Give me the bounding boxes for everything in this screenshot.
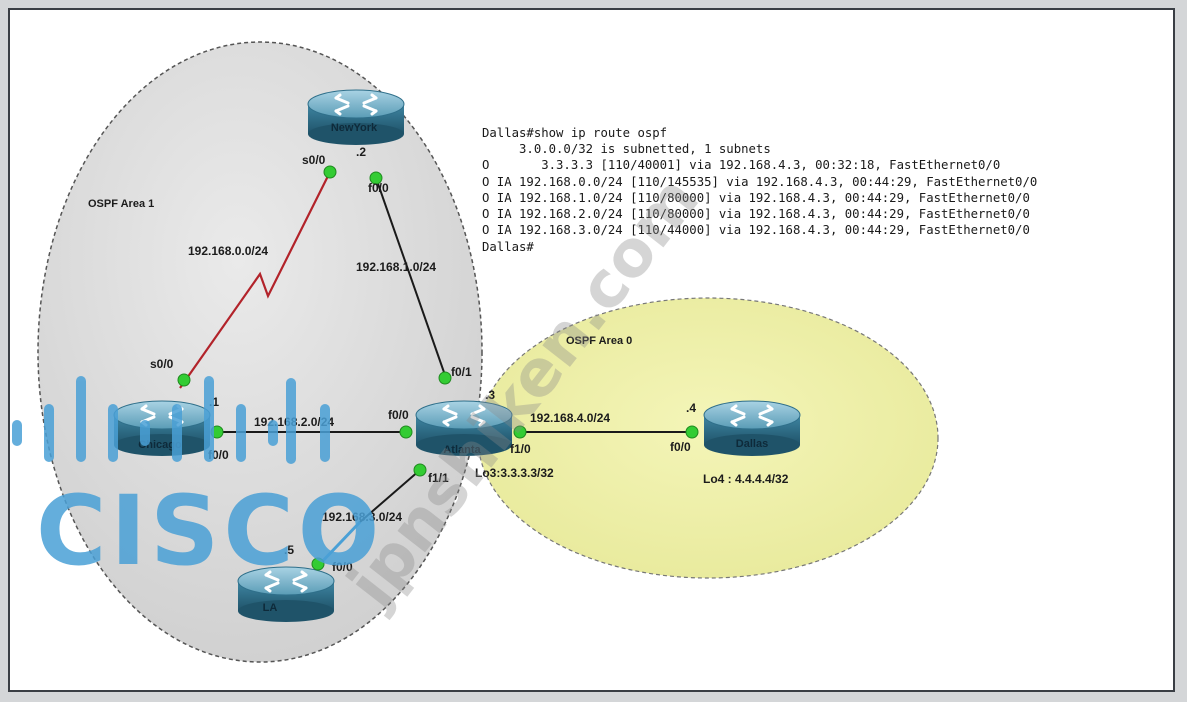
router-dallas[interactable]: Dallas [702, 399, 802, 458]
cisco-logo-watermark: CISCO [12, 376, 383, 587]
dot-atlanta-f0-0 [399, 425, 413, 439]
cli-line: O IA 192.168.1.0/24 [110/80000] via 192.… [482, 191, 1030, 205]
link-atlanta-la [359, 469, 421, 523]
dot-chicago-s0-0 [177, 373, 191, 387]
svg-text:LA: LA [263, 602, 278, 614]
cisco-logo-text: CISCO [36, 475, 383, 587]
cli-line: O 3.3.3.3 [110/40001] via 192.168.4.3, 0… [482, 158, 1000, 172]
diagram-frame: NewYork Chicago Atlanta LA Dallas OSPF A… [8, 8, 1175, 692]
label-ny-f0-0: f0/0 [368, 181, 389, 195]
area1-label: OSPF Area 1 [88, 198, 154, 210]
cli-line: 3.0.0.0/32 is subnetted, 1 subnets [482, 142, 771, 156]
link-ny-atlanta [375, 177, 447, 379]
cisco-logo-bars-icon [12, 376, 330, 464]
label-dallas-host: .4 [686, 401, 696, 415]
network-diagram: NewYork Chicago Atlanta LA Dallas OSPF A… [12, 41, 1037, 663]
label-atlanta-f0-1: f0/1 [451, 365, 472, 379]
cli-line: O IA 192.168.3.0/24 [110/44000] via 192.… [482, 223, 1030, 237]
label-ny-s0-0: s0/0 [302, 153, 326, 167]
dot-dallas-f0-0 [685, 425, 699, 439]
link-atlanta-la-tail [316, 520, 362, 568]
area0-label: OSPF Area 0 [566, 335, 632, 347]
label-net-192-168-1: 192.168.1.0/24 [356, 260, 436, 274]
svg-text:Dallas: Dallas [736, 438, 768, 450]
label-dallas-f0-0: f0/0 [670, 440, 691, 454]
dot-atlanta-f0-1 [438, 371, 452, 385]
router-la[interactable]: LA [236, 565, 336, 624]
cli-line: Dallas# [482, 240, 534, 254]
dot-ny-f0-0 [369, 171, 383, 185]
svg-text:Atlanta: Atlanta [443, 444, 481, 456]
label-atlanta-f0-0: f0/0 [388, 408, 409, 422]
cli-line: O IA 192.168.2.0/24 [110/80000] via 192.… [482, 207, 1030, 221]
router-atlanta[interactable]: Atlanta [414, 399, 514, 458]
label-net-192-168-4: 192.168.4.0/24 [530, 411, 610, 425]
router-chicago[interactable]: Chicago [112, 399, 212, 458]
label-chicago-host: .1 [209, 395, 219, 409]
ospf-area-1 [37, 41, 483, 663]
cli-line: O IA 192.168.0.0/24 [110/145535] via 192… [482, 175, 1037, 189]
label-atlanta-f1-1: f1/1 [428, 471, 449, 485]
dot-atlanta-f1-1 [413, 463, 427, 477]
label-net-192-168-0: 192.168.0.0/24 [188, 244, 268, 258]
router-newyork[interactable]: NewYork [306, 88, 406, 147]
cli-line: Dallas#show ip route ospf [482, 126, 667, 140]
label-net-192-168-3: 192.168.3.0/24 [322, 510, 402, 524]
serial-link-ny-chicago [179, 171, 331, 389]
dot-ny-s0-0 [323, 165, 337, 179]
label-la-host: .5 [284, 543, 294, 557]
label-atlanta-host: .3 [485, 388, 495, 402]
label-atlanta-f1-0: f1/0 [510, 442, 531, 456]
dot-la-f0-0 [311, 557, 325, 571]
label-la-f0-0: f0/0 [332, 560, 353, 574]
label-chicago-s0-0: s0/0 [150, 357, 174, 371]
label-dallas-loopback: Lo4 : 4.4.4.4/32 [703, 472, 789, 486]
dot-atlanta-f1-0 [513, 425, 527, 439]
interface-dots [177, 165, 699, 571]
cli-output: Dallas#show ip route ospf 3.0.0.0/32 is … [482, 126, 1037, 254]
label-atlanta-loopback: Lo3:3.3.3.3/32 [475, 466, 554, 480]
svg-text:NewYork: NewYork [331, 122, 378, 134]
label-ny-host: .2 [356, 145, 366, 159]
